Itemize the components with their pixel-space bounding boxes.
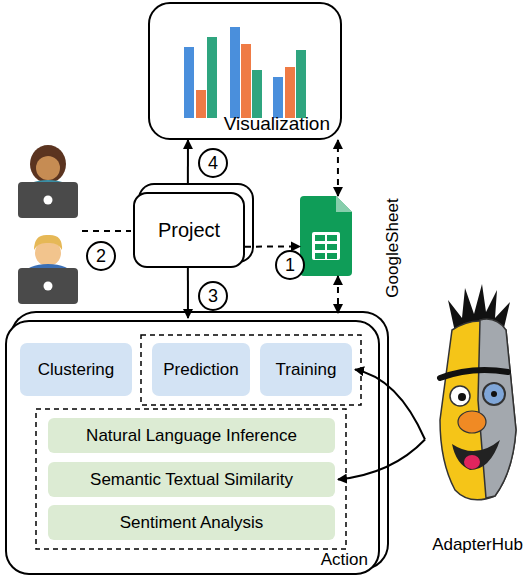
bars-illustration xyxy=(285,67,295,118)
bars-illustration xyxy=(207,37,217,118)
connector-arrow xyxy=(355,370,425,440)
adapterhub-figure: AdapterHub xyxy=(425,280,530,555)
action-box: Clustering xyxy=(20,343,132,396)
sheet-illustration xyxy=(300,196,352,276)
bert-illustration xyxy=(452,440,500,470)
node-label: Natural Language Inference xyxy=(86,426,297,446)
connector-arrow xyxy=(245,245,300,247)
connector-arrow xyxy=(337,276,339,313)
user-icon xyxy=(18,235,78,304)
sheet-illustration xyxy=(327,244,337,250)
bars-illustration xyxy=(296,50,306,118)
bert-illustration xyxy=(491,391,497,397)
sheet-illustration xyxy=(327,253,337,259)
sheet-illustration xyxy=(300,196,352,276)
sheet-illustration xyxy=(300,196,352,276)
node-label: Visualization xyxy=(224,113,330,135)
bert-illustration xyxy=(464,455,480,469)
task-box: Sentiment Analysis xyxy=(48,505,335,540)
node-label: AdapterHub xyxy=(425,535,530,555)
bert-illustration xyxy=(458,393,466,401)
action-box: Training xyxy=(260,343,352,396)
user-icon xyxy=(34,235,62,250)
user-icon xyxy=(18,268,78,304)
user-icon xyxy=(18,145,78,218)
connector-arrow xyxy=(187,268,189,318)
bert-illustration xyxy=(478,319,516,498)
user-icon xyxy=(36,154,60,160)
sheet-icon: GoogleSheet xyxy=(300,196,352,276)
callout-number: 1 xyxy=(275,250,305,280)
node-label: Training xyxy=(276,360,337,380)
sheet-illustration xyxy=(315,253,325,259)
bert-illustration xyxy=(440,370,508,378)
user-icon xyxy=(30,145,66,183)
dashed-group xyxy=(36,335,361,549)
sheet-illustration xyxy=(315,235,325,241)
node-label: Sentiment Analysis xyxy=(120,513,264,533)
sheet-illustration xyxy=(312,232,340,260)
bars-illustration xyxy=(252,70,262,118)
node-label: Prediction xyxy=(163,360,239,380)
callout-number: 3 xyxy=(198,281,228,311)
connector-arrow xyxy=(337,140,339,196)
sheet-illustration xyxy=(315,244,325,250)
callout-number: 4 xyxy=(198,148,228,178)
sheet-illustration xyxy=(336,196,352,212)
action-box: Prediction xyxy=(152,343,250,396)
user-icon xyxy=(44,196,53,205)
action-box: Action Clustering Prediction TrainingNatura… xyxy=(5,320,380,575)
bars-illustration xyxy=(196,90,206,118)
dashed-group xyxy=(141,335,361,405)
bert-illustration xyxy=(425,280,530,555)
node-label: GoogleSheet xyxy=(383,198,403,297)
visualization-box: Visualization xyxy=(148,2,342,140)
user-icon xyxy=(36,156,60,180)
bars-illustration xyxy=(184,47,194,118)
bars-illustration xyxy=(273,77,283,118)
user-icon xyxy=(44,282,53,291)
connector-arrow xyxy=(338,440,425,480)
bert-illustration xyxy=(458,411,486,433)
bert-illustration xyxy=(440,284,516,500)
connector-arrow xyxy=(187,140,189,185)
bert-illustration xyxy=(450,386,470,406)
node-label: Clustering xyxy=(38,360,115,380)
bars-illustration xyxy=(241,44,251,118)
node-label: Semantic Textual Similarity xyxy=(90,470,293,490)
task-box: Semantic Textual Similarity xyxy=(48,462,335,497)
sheet-illustration xyxy=(327,235,337,241)
user-icon xyxy=(18,182,78,218)
user-line xyxy=(82,231,131,232)
bars-illustration xyxy=(184,27,306,118)
callout-number: 2 xyxy=(86,241,116,271)
node-label: Project xyxy=(158,219,220,242)
bert-illustration xyxy=(483,383,505,405)
user-line xyxy=(82,230,131,232)
task-box: Natural Language Inference xyxy=(48,418,335,453)
project-box: Project xyxy=(133,192,245,268)
node-label: Action xyxy=(321,550,368,570)
bars-illustration xyxy=(230,27,240,118)
dashed-group xyxy=(36,409,346,549)
